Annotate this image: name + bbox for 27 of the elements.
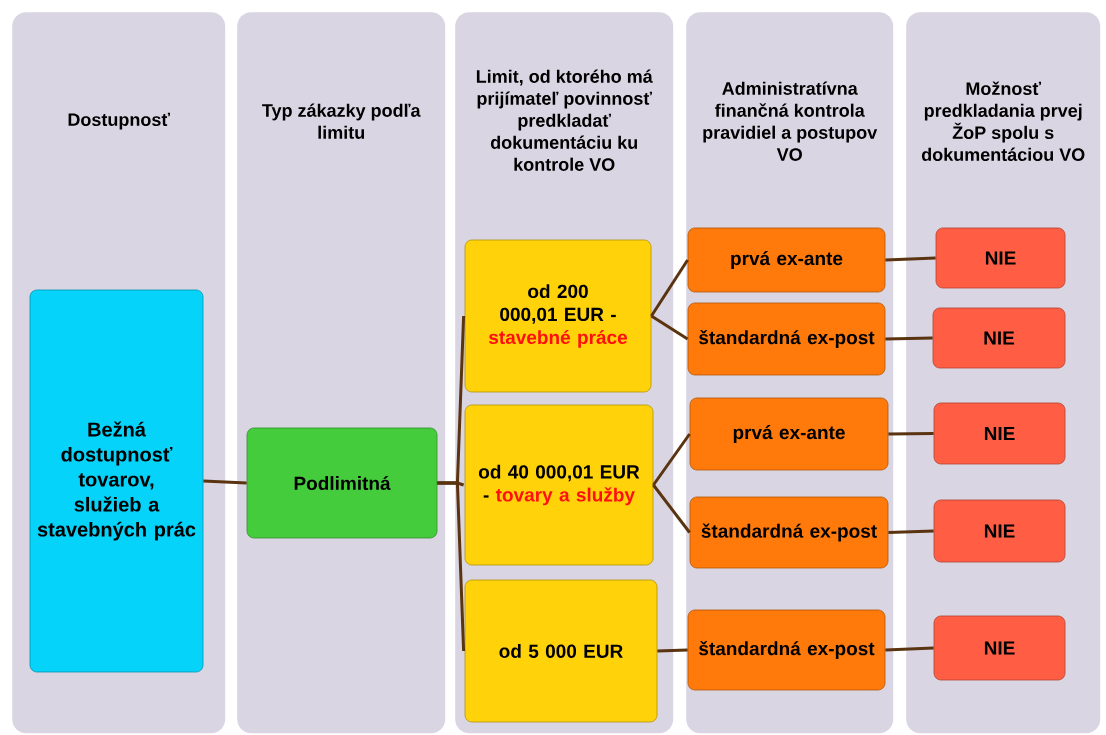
connector-line bbox=[885, 256, 936, 262]
answer-box: NIE bbox=[935, 227, 1066, 289]
limit-box: od 5 000 EUR bbox=[464, 579, 658, 723]
connector-line bbox=[652, 433, 691, 486]
connector-line bbox=[437, 481, 466, 652]
connector-line bbox=[888, 529, 934, 534]
control-box: štandardná ex-post bbox=[687, 302, 886, 376]
connector-line bbox=[652, 484, 691, 534]
answer-box: NIE bbox=[932, 307, 1066, 369]
answer-box: NIE bbox=[933, 402, 1066, 465]
connector-line bbox=[657, 648, 688, 653]
contract-type-box: Podlimitná bbox=[246, 427, 438, 539]
connector-line bbox=[885, 646, 934, 652]
connector-line bbox=[888, 432, 934, 436]
control-box: štandardná ex-post bbox=[687, 609, 886, 691]
limit-box: od 200 000,01 EUR - stavebné práce bbox=[464, 239, 652, 393]
connector-line bbox=[650, 259, 689, 317]
limit-box: od 40 000,01 EUR - tovary a služby bbox=[464, 404, 654, 566]
connector-line bbox=[203, 479, 247, 485]
answer-box: NIE bbox=[933, 615, 1066, 681]
control-box: štandardná ex-post bbox=[689, 496, 889, 569]
control-box: prvá ex-ante bbox=[689, 397, 889, 471]
availability-box: Bežná dostupnosť tovarov, služieb a stavebných prác bbox=[29, 289, 204, 673]
control-box: prvá ex-ante bbox=[687, 227, 886, 293]
connector-line bbox=[650, 314, 689, 341]
answer-box: NIE bbox=[933, 499, 1066, 563]
connector-line bbox=[885, 336, 933, 341]
